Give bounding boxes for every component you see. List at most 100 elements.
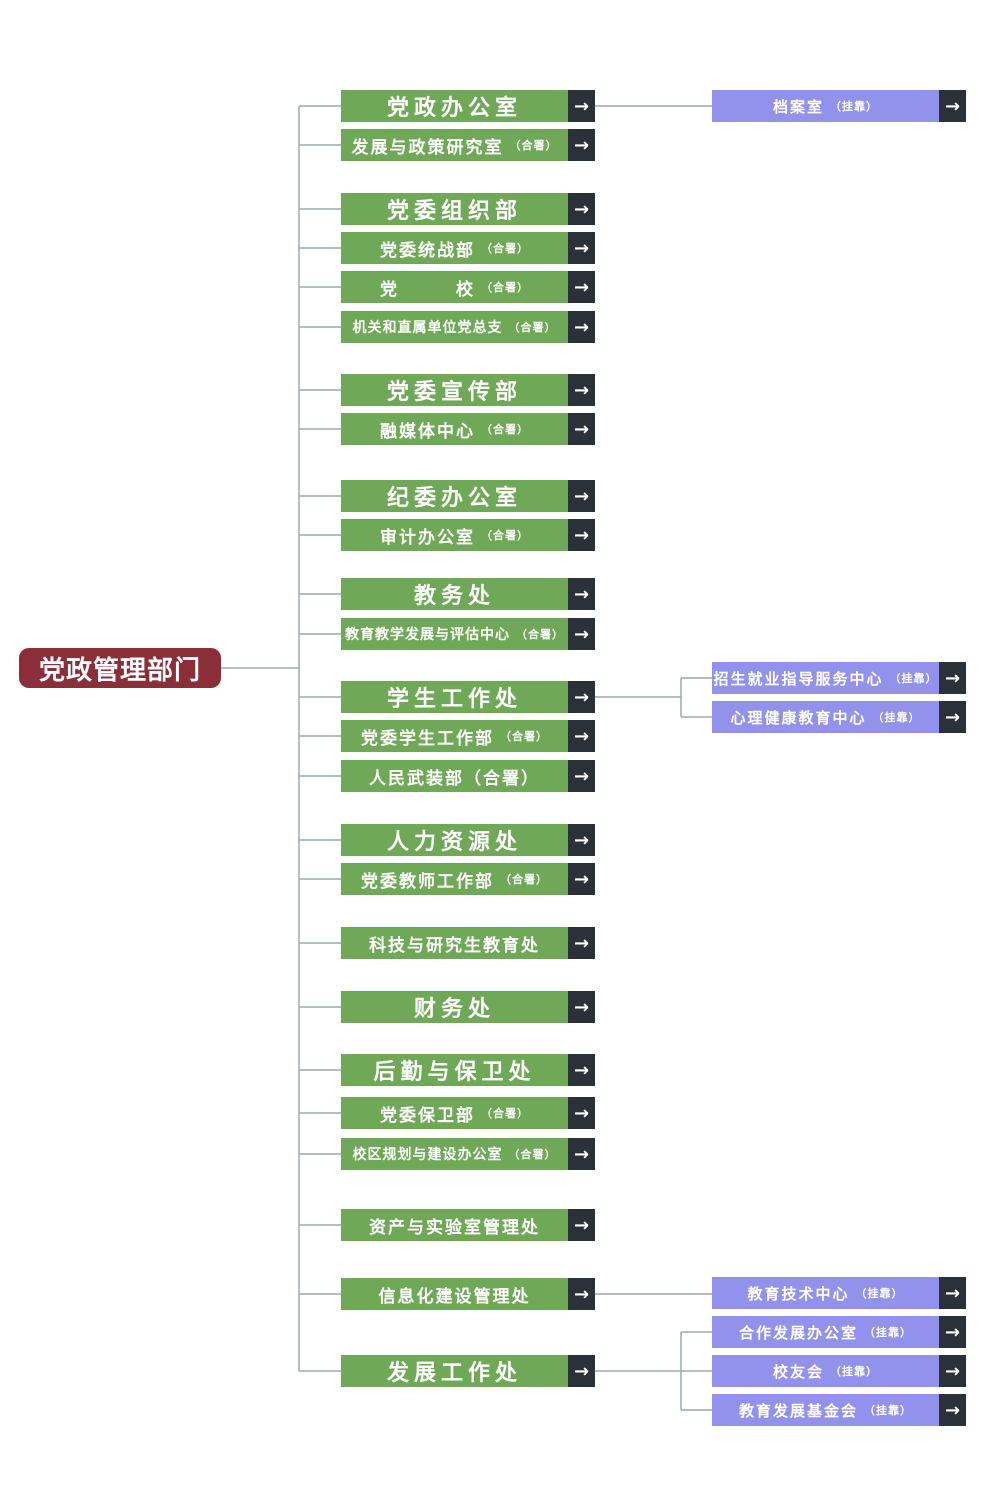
arrow-right-icon[interactable]: → [568, 90, 595, 122]
node-education-foundation[interactable]: 教育发展基金会（挂靠）→ [712, 1394, 966, 1426]
node-mental-health[interactable]: 心理健康教育中心（挂靠）→ [712, 701, 966, 733]
node-discipline-office[interactable]: 纪委办公室 → [341, 480, 595, 512]
arrow-right-icon[interactable]: → [568, 480, 595, 512]
arrow-right-icon[interactable]: → [568, 129, 595, 161]
arrow-right-icon[interactable]: → [568, 1278, 595, 1310]
arrow-right-icon[interactable]: → [568, 1138, 595, 1170]
node-main-text: 校区规划与建设办公室 [352, 1147, 503, 1163]
node-label: 党委宣传部 [341, 374, 568, 406]
node-main-text: 党委统战部 [380, 240, 475, 261]
node-teaching-eval[interactable]: 教育教学发展与评估中心（合署）→ [341, 618, 595, 650]
node-dangzheng-office[interactable]: 党政办公室→ [341, 90, 595, 122]
arrow-right-icon[interactable]: → [568, 618, 595, 650]
node-label: 党委统战部 （合署） [341, 232, 568, 264]
arrow-right-icon[interactable]: → [568, 681, 595, 713]
node-campus-planning[interactable]: 校区规划与建设办公室（合署）→ [341, 1138, 595, 1170]
node-main-text: 审计办公室 [380, 527, 475, 548]
arrow-right-icon[interactable]: → [939, 1316, 966, 1348]
node-label: 合作发展办公室（挂靠） [712, 1316, 939, 1348]
arrow-right-icon[interactable]: → [568, 927, 595, 959]
root-label: 党政管理部门 [38, 655, 201, 686]
arrow-right-icon[interactable]: → [568, 824, 595, 856]
arrow-right-icon[interactable]: → [568, 519, 595, 551]
node-main-text: 发展与政策研究室 [351, 137, 504, 158]
node-suffix-text: （合署） [509, 139, 558, 152]
node-armed-forces[interactable]: 人民武装部（合署）→ [341, 760, 595, 792]
arrow-right-icon[interactable]: → [568, 863, 595, 895]
node-main-text: 党委学生工作部 [361, 728, 494, 749]
node-assets-lab[interactable]: 资产与实验室管理处→ [341, 1209, 595, 1241]
node-main-text: 学生工作处 [386, 687, 522, 712]
node-suffix-text: （合署） [481, 1107, 529, 1120]
arrow-right-icon[interactable]: → [568, 1054, 595, 1086]
node-organization-dept[interactable]: 党委组织部 → [341, 193, 595, 225]
node-label: 纪委办公室 [341, 480, 568, 512]
arrow-right-icon[interactable]: → [939, 701, 966, 733]
node-academic-affairs[interactable]: 教务处→ [341, 578, 595, 610]
arrow-right-icon[interactable]: → [939, 90, 966, 122]
node-media-center[interactable]: 融媒体中心（合署）→ [341, 413, 595, 445]
arrow-right-icon[interactable]: → [568, 374, 595, 406]
node-label: 招生就业指导服务中心（挂靠） [712, 662, 939, 694]
node-logistics-security[interactable]: 后勤与保卫处 → [341, 1054, 595, 1086]
node-cooperation-office[interactable]: 合作发展办公室（挂靠）→ [712, 1316, 966, 1348]
node-propaganda-dept[interactable]: 党委宣传部→ [341, 374, 595, 406]
node-main-text: 发展工作处 [386, 1361, 522, 1386]
arrow-right-icon[interactable]: → [939, 662, 966, 694]
arrow-right-icon[interactable]: → [568, 232, 595, 264]
node-organs-branch[interactable]: 机关和直属单位党总支（合署）→ [341, 311, 595, 343]
node-label: 党委保卫部（合署） [341, 1097, 568, 1129]
node-main-text: 后勤与保卫处 [373, 1060, 536, 1085]
node-main-text: 党委组织部 [386, 199, 522, 224]
root-node[interactable]: 党政管理部门 [19, 648, 221, 688]
node-party-security[interactable]: 党委保卫部（合署）→ [341, 1097, 595, 1129]
node-suffix-text: （合署） [516, 628, 564, 641]
node-employment-center[interactable]: 招生就业指导服务中心（挂靠）→ [712, 662, 966, 694]
node-label: 机关和直属单位党总支（合署） [341, 311, 568, 343]
node-student-affairs[interactable]: 学生工作处 → [341, 681, 595, 713]
arrow-right-icon[interactable]: → [568, 991, 595, 1023]
node-main-text: 科技与研究生教育处 [369, 935, 540, 956]
node-label: 党 校（合署） [341, 271, 568, 303]
node-research-grad[interactable]: 科技与研究生教育处 → [341, 927, 595, 959]
node-policy-research[interactable]: 发展与政策研究室 （合署） → [341, 129, 595, 161]
node-main-text: 财务处 [413, 997, 495, 1022]
arrow-right-icon[interactable]: → [939, 1355, 966, 1387]
node-main-text: 教育技术中心 [747, 1284, 850, 1303]
node-label: 学生工作处 [341, 681, 568, 713]
arrow-right-icon[interactable]: → [568, 193, 595, 225]
node-label: 财务处 [341, 991, 568, 1023]
node-label: 审计办公室（合署） [341, 519, 568, 551]
node-party-teacher-dept[interactable]: 党委教师工作部（合署）→ [341, 863, 595, 895]
node-human-resources[interactable]: 人力资源处→ [341, 824, 595, 856]
node-audit-office[interactable]: 审计办公室（合署）→ [341, 519, 595, 551]
arrow-right-icon[interactable]: → [568, 271, 595, 303]
node-alumni-association[interactable]: 校友会（挂靠）→ [712, 1355, 966, 1387]
arrow-right-icon[interactable]: → [568, 311, 595, 343]
node-party-student-dept[interactable]: 党委学生工作部 （合署） → [341, 720, 595, 752]
node-suffix-text: （挂靠） [872, 711, 921, 724]
arrow-right-icon[interactable]: → [568, 720, 595, 752]
arrow-right-icon[interactable]: → [568, 1209, 595, 1241]
arrow-right-icon[interactable]: → [568, 1097, 595, 1129]
arrow-right-icon[interactable]: → [568, 1355, 595, 1387]
node-suffix-text: （挂靠） [855, 1287, 904, 1300]
node-main-text: 纪委办公室 [386, 486, 522, 511]
node-archives[interactable]: 档案室（挂靠）→ [712, 90, 966, 122]
node-development[interactable]: 发展工作处 → [341, 1355, 595, 1387]
arrow-right-icon[interactable]: → [568, 413, 595, 445]
node-suffix-text: （合署） [508, 321, 557, 334]
arrow-right-icon[interactable]: → [568, 578, 595, 610]
node-suffix-text: （合署） [500, 730, 548, 743]
arrow-right-icon[interactable]: → [939, 1394, 966, 1426]
node-finance[interactable]: 财务处 → [341, 991, 595, 1023]
node-informatization[interactable]: 信息化建设管理处→ [341, 1278, 595, 1310]
node-suffix-text: （合署） [481, 242, 529, 255]
node-label: 教务处 [341, 578, 568, 610]
arrow-right-icon[interactable]: → [568, 760, 595, 792]
node-main-text: 党委教师工作部 [361, 871, 494, 892]
node-united-front[interactable]: 党委统战部 （合署） → [341, 232, 595, 264]
node-party-school[interactable]: 党 校（合署）→ [341, 271, 595, 303]
arrow-right-icon[interactable]: → [939, 1277, 966, 1309]
node-edu-tech-center[interactable]: 教育技术中心 （挂靠） → [712, 1277, 966, 1309]
